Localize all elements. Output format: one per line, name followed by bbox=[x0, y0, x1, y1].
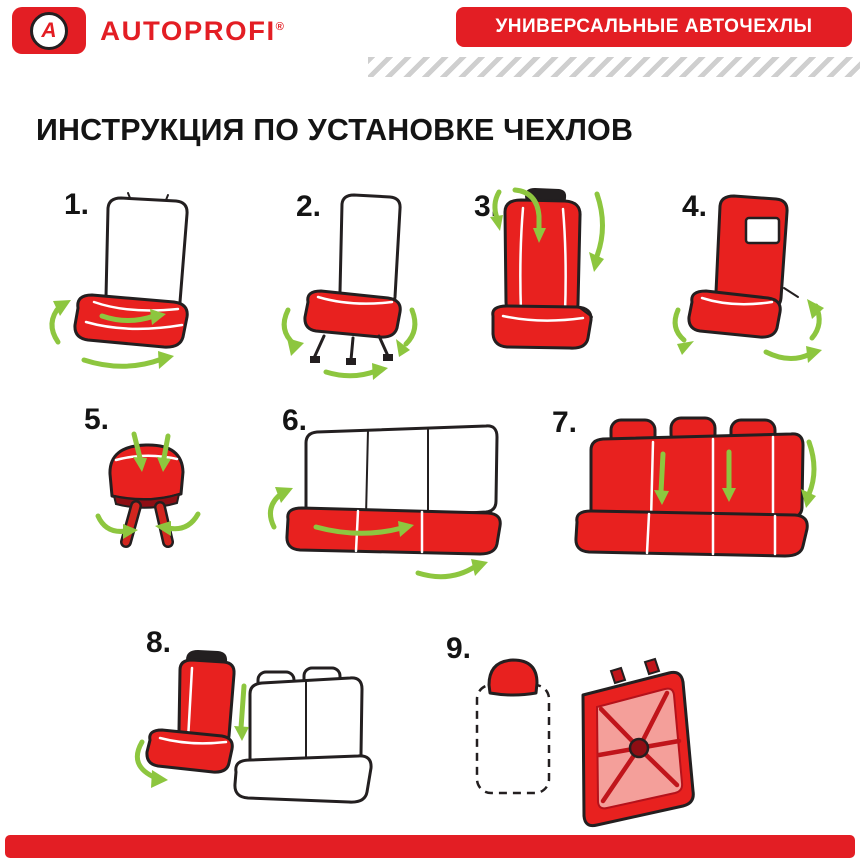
uncovered-bench bbox=[233, 666, 373, 804]
step-1-number: 1. bbox=[64, 188, 90, 221]
brand-logo-icon: A bbox=[30, 11, 68, 50]
install-arrows bbox=[134, 683, 249, 788]
step-5-headrest-illustration bbox=[95, 431, 201, 548]
seat-cushion-cover bbox=[491, 304, 593, 350]
seat-backrest bbox=[338, 193, 402, 308]
step-4-number: 4. bbox=[682, 190, 708, 223]
step-9-number: 9. bbox=[446, 632, 472, 665]
step-1-seat-illustration bbox=[49, 192, 189, 369]
step-4-seat-illustration bbox=[672, 194, 824, 363]
side-tie bbox=[579, 307, 593, 318]
diagonal-stripes-decoration bbox=[368, 57, 860, 77]
headrest-cover bbox=[487, 658, 539, 697]
step-6-bench-illustration bbox=[267, 424, 502, 580]
install-arrows bbox=[654, 439, 817, 508]
footer-bar bbox=[5, 835, 855, 858]
header-banner-text: УНИВЕРСАЛЬНЫЕ АВТОЧЕХЛЫ bbox=[495, 16, 813, 37]
seat-cushion-cover bbox=[303, 289, 402, 339]
seat-backrest bbox=[104, 192, 189, 314]
install-arrows bbox=[95, 431, 201, 539]
step-6-number: 6. bbox=[282, 404, 308, 437]
bench-cushion-cover bbox=[574, 509, 809, 558]
drawstring-cords bbox=[596, 690, 682, 804]
brand-wordmark: AUTOPROFI® bbox=[100, 16, 285, 47]
install-arrows bbox=[490, 187, 605, 272]
registered-trademark: ® bbox=[275, 21, 286, 33]
backrest-cover bbox=[503, 198, 582, 318]
step-8-number: 8. bbox=[146, 626, 172, 659]
install-arrows bbox=[281, 307, 418, 380]
drawstring-knot bbox=[628, 737, 650, 759]
install-arrows bbox=[267, 487, 488, 580]
side-tie bbox=[783, 287, 799, 298]
seat-cushion-cover bbox=[687, 289, 782, 339]
step-5-number: 5. bbox=[84, 403, 110, 436]
brand-name-text: AUTOPROFI bbox=[100, 16, 276, 46]
covered-front-seat bbox=[145, 650, 236, 774]
step-3-seat-illustration bbox=[490, 187, 605, 350]
install-arrows bbox=[672, 299, 824, 363]
step-2-seat-illustration bbox=[281, 193, 418, 380]
headrest-cover bbox=[108, 443, 185, 509]
step-2-number: 2. bbox=[296, 190, 322, 223]
bench-backrest bbox=[304, 424, 499, 523]
step-7-bench-illustration bbox=[574, 416, 817, 558]
backrest-outline-dashed bbox=[475, 658, 551, 795]
step-9-panel-illustration bbox=[475, 657, 695, 828]
header-banner: УНИВЕРСАЛЬНЫЕ АВТОЧЕХЛЫ bbox=[456, 7, 852, 47]
install-arrows bbox=[49, 300, 174, 369]
logo-letter: A bbox=[41, 18, 57, 42]
backrest-cover bbox=[714, 194, 789, 310]
back-pocket bbox=[744, 216, 781, 245]
brand-logo-chip: A bbox=[12, 7, 86, 54]
backrest-rear-panel bbox=[581, 657, 695, 828]
step-7-number: 7. bbox=[552, 406, 578, 439]
step-8-comparison-illustration bbox=[134, 650, 373, 804]
page-title: ИНСТРУКЦИЯ ПО УСТАНОВКЕ ЧЕХЛОВ bbox=[36, 112, 634, 147]
fastening-straps bbox=[310, 334, 393, 365]
